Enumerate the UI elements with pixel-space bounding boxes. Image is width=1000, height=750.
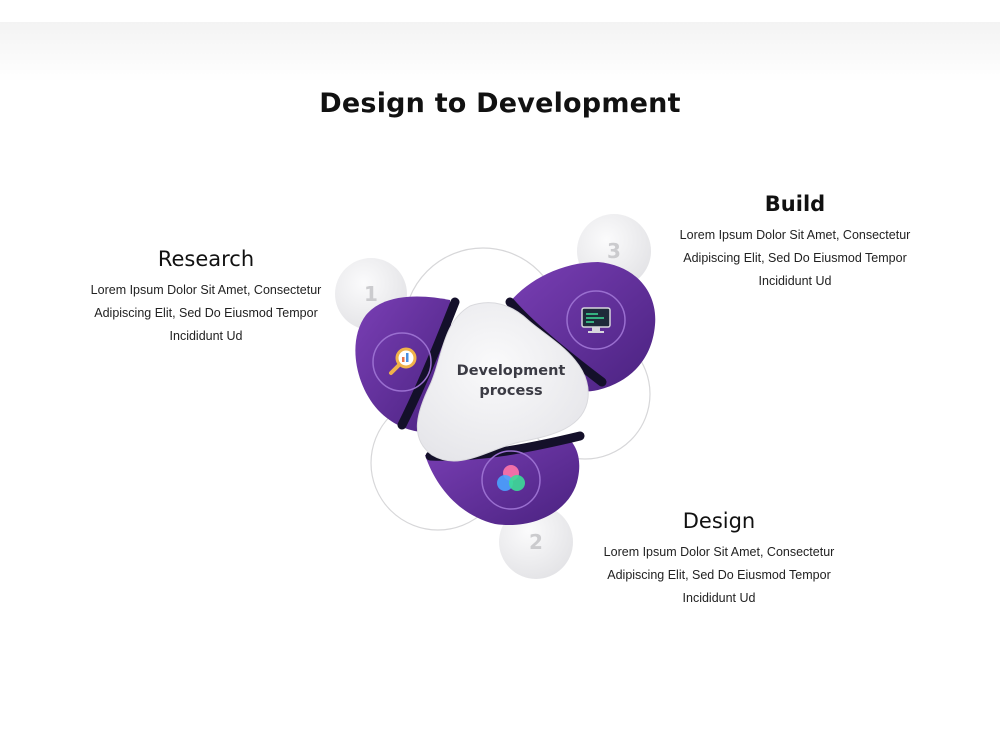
- step-number: 2: [529, 530, 543, 554]
- step-heading-design: Design: [682, 509, 756, 533]
- monitor-code-icon: [566, 290, 626, 350]
- description-line: Adipiscing Elit, Sed Do Eiusmod Tempor: [94, 306, 318, 320]
- step-description-build: Lorem Ipsum Dolor Sit Amet, Consectetur …: [672, 224, 918, 293]
- magnifier-chart-icon: [372, 332, 432, 392]
- step-number: 1: [364, 282, 378, 306]
- center-blob: [416, 302, 589, 462]
- description-line: Incididunt Ud: [169, 329, 243, 343]
- header-band: [0, 22, 1000, 82]
- description-line: Lorem Ipsum Dolor Sit Amet, Consectetur: [603, 545, 835, 559]
- step-design: Design Lorem Ipsum Dolor Sit Amet, Conse…: [596, 509, 842, 610]
- page-title: Design to Development: [319, 88, 681, 119]
- step-research: Research Lorem Ipsum Dolor Sit Amet, Con…: [82, 247, 330, 348]
- process-diagram: 1 3 2 Development process: [335, 214, 656, 579]
- color-circles-icon: [481, 450, 541, 510]
- step-build: Build Lorem Ipsum Dolor Sit Amet, Consec…: [672, 192, 918, 293]
- description-line: Adipiscing Elit, Sed Do Eiusmod Tempor: [683, 251, 907, 265]
- description-line: Lorem Ipsum Dolor Sit Amet, Consectetur: [90, 283, 322, 297]
- step-heading-research: Research: [157, 247, 255, 271]
- center-label-line: process: [479, 383, 542, 399]
- step-description-design: Lorem Ipsum Dolor Sit Amet, Consectetur …: [596, 541, 842, 610]
- step-description-research: Lorem Ipsum Dolor Sit Amet, Consectetur …: [82, 279, 330, 348]
- description-line: Lorem Ipsum Dolor Sit Amet, Consectetur: [679, 228, 911, 242]
- description-line: Adipiscing Elit, Sed Do Eiusmod Tempor: [607, 568, 831, 582]
- center-label-line: Development: [457, 363, 566, 379]
- step-number: 3: [607, 239, 621, 263]
- description-line: Incididunt Ud: [682, 591, 756, 605]
- description-line: Incididunt Ud: [758, 274, 832, 288]
- step-heading-build: Build: [764, 192, 826, 216]
